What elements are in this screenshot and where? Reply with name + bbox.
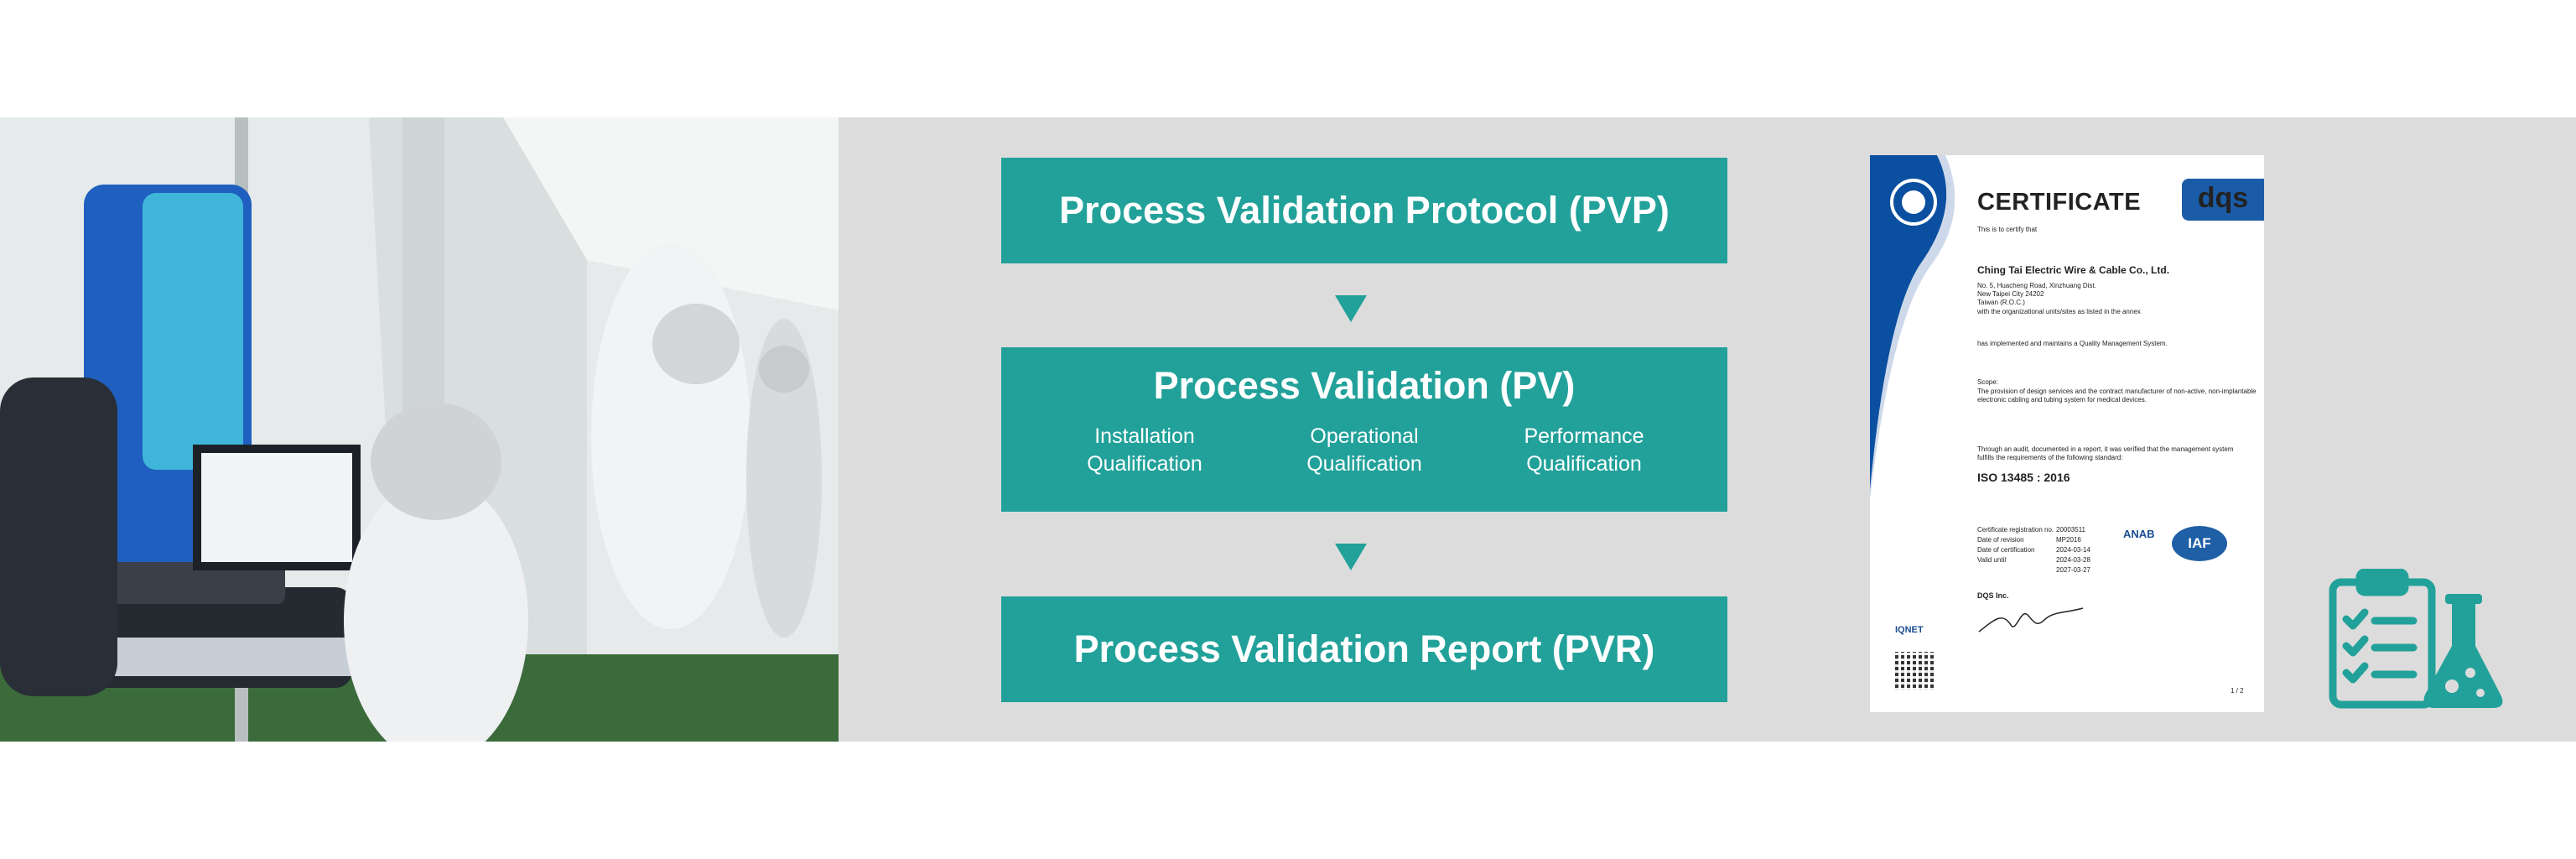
qualification-line: Operational [1310, 424, 1419, 448]
qualification-installation: Installation Qualification [1036, 423, 1254, 478]
scope-text: electronic cabling and tubing system for… [1977, 396, 2147, 403]
audit-text: Through an audit, documented in a report… [1977, 445, 2234, 453]
signature [1978, 607, 2084, 633]
qualification-performance: Performance Qualification [1475, 423, 1693, 478]
detail-value: 20003511 [2056, 526, 2085, 534]
down-arrow-icon [1335, 544, 1367, 570]
iso-standard: ISO 13485 : 2016 [1977, 471, 2070, 484]
qualification-line: Qualification [1526, 452, 1642, 476]
certificate-title: CERTIFICATE [1977, 189, 2142, 216]
address-line: No. 5, Huacheng Road, Xinzhuang Dist. [1977, 282, 2096, 289]
address-line: New Taipei City 24202 [1977, 290, 2044, 298]
pvr-box: Process Validation Report (PVR) [1001, 596, 1727, 702]
dqs-seal-icon [1890, 179, 1937, 226]
down-arrow-icon [1335, 295, 1367, 322]
detail-value: MP2016 [2056, 536, 2081, 544]
pv-title: Process Validation (PV) [1153, 364, 1576, 407]
detail-label: Valid until [1977, 556, 2007, 564]
dqs-logo: dqs [2182, 179, 2264, 221]
scope-label: Scope: [1977, 378, 1998, 386]
qualification-line: Performance [1524, 424, 1644, 448]
audit-text: fulfills the requirements of the followi… [1977, 454, 2123, 461]
clipboard-checklist-icon [2329, 569, 2436, 709]
pvp-title: Process Validation Protocol (PVP) [1059, 189, 1670, 232]
page-number: 1 / 2 [2231, 687, 2244, 695]
issuer-name: DQS Inc. [1977, 591, 2009, 600]
detail-label: Certificate registration no. [1977, 526, 2054, 534]
detail-value: 2024-03-28 [2056, 556, 2090, 564]
company-name: Ching Tai Electric Wire & Cable Co., Ltd… [1977, 264, 2170, 276]
qualification-line: Installation [1094, 424, 1195, 448]
pv-box: Process Validation (PV) Installation Qua… [1001, 347, 1727, 512]
pvr-title: Process Validation Report (PVR) [1073, 627, 1655, 670]
detail-label: Date of certification [1977, 546, 2035, 554]
anab-logo: ANAB [2123, 528, 2155, 540]
pvp-box: Process Validation Protocol (PVP) [1001, 158, 1727, 263]
lab-photo [0, 117, 839, 742]
qualification-operational: Operational Qualification [1255, 423, 1473, 478]
lab-flask-icon [2423, 594, 2503, 708]
detail-label: Date of revision [1977, 536, 2024, 544]
qualification-line: Qualification [1306, 452, 1422, 476]
certify-text: This is to certify that [1977, 226, 2038, 233]
detail-value: 2027-03-27 [2056, 566, 2090, 574]
scope-text: The provision of design services and the… [1977, 388, 2257, 395]
iaf-logo: IAF [2172, 526, 2227, 561]
sites-text: with the organizational units/sites as l… [1977, 308, 2141, 315]
qualification-list: Installation Qualification Operational Q… [1001, 423, 1727, 478]
implemented-text: has implemented and maintains a Quality … [1977, 340, 2168, 347]
iso-certificate: CERTIFICATE dqs This is to certify that … [1870, 155, 2264, 712]
certificate-stripe [1870, 155, 1955, 499]
iqnet-logo: IQNET [1895, 625, 1924, 635]
clipboard-flask-icon [2329, 569, 2503, 709]
qualification-line: Qualification [1087, 452, 1202, 476]
address-line: Taiwan (R.O.C.) [1977, 299, 2025, 306]
detail-value: 2024-03-14 [2056, 546, 2090, 554]
qr-code-overlay [1895, 652, 1934, 690]
